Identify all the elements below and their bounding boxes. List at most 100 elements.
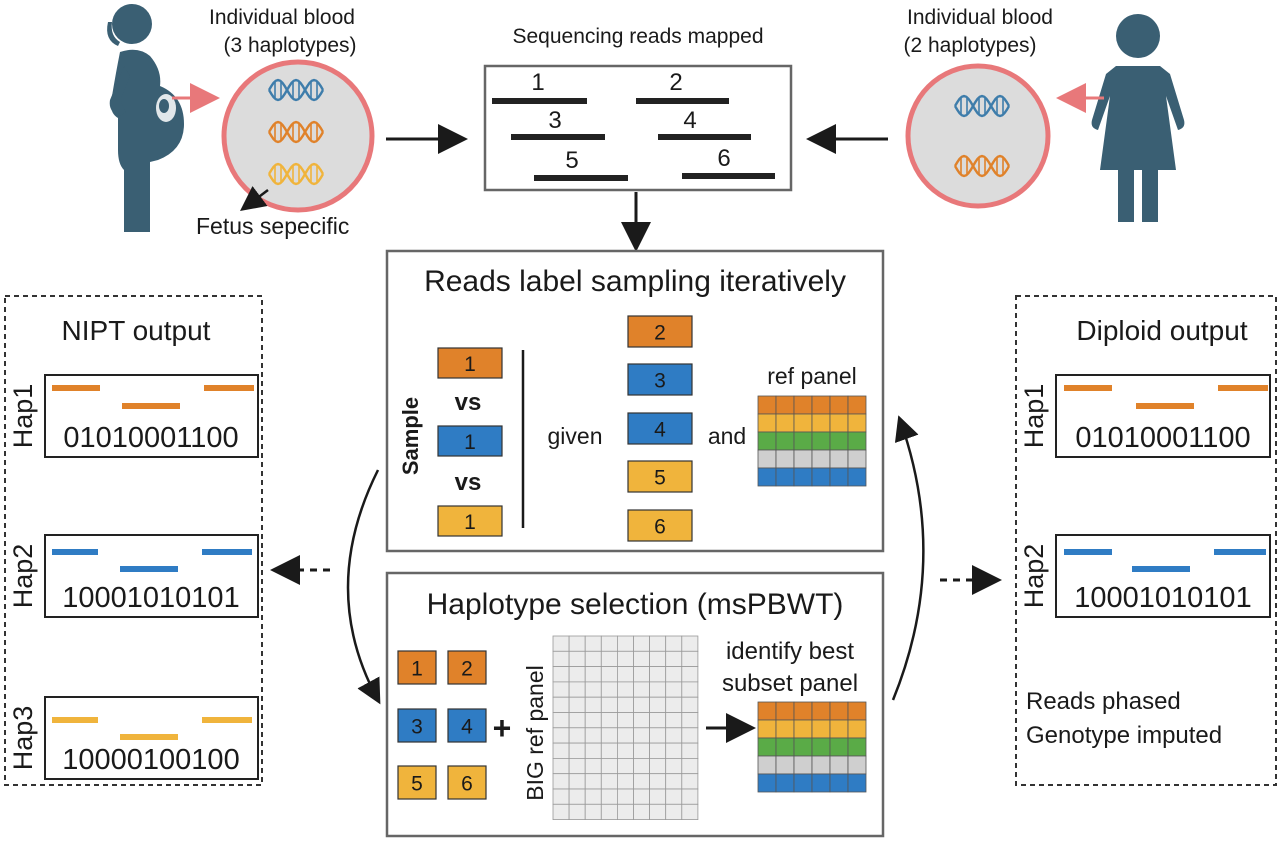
big-panel-cell — [600, 681, 618, 698]
diploid-output-panel — [1015, 295, 1277, 786]
big-panel-cell — [681, 803, 699, 820]
big-panel-cell — [681, 696, 699, 713]
panel-cell — [775, 719, 795, 739]
big-panel-cell — [552, 788, 570, 805]
big-panel-cell — [568, 681, 586, 698]
panel-cell — [847, 467, 867, 487]
big-panel-cell — [649, 635, 667, 652]
big-panel-cell — [552, 681, 570, 698]
big-panel-cell — [665, 696, 683, 713]
haplotype-code: 10000100100 — [62, 744, 239, 776]
read-box-fill — [437, 347, 503, 379]
big-panel-cell — [633, 727, 651, 744]
big-panel-cell — [568, 666, 586, 683]
big-panel-cell — [633, 803, 651, 820]
read-number: 3 — [548, 107, 561, 134]
big-panel-cell — [649, 773, 667, 790]
big-panel-cell — [552, 758, 570, 775]
read-number: 4 — [683, 107, 696, 134]
panel-cell — [775, 737, 795, 757]
panel-cell — [847, 773, 867, 793]
father-dna-strands — [953, 94, 1011, 178]
big-panel-cell — [617, 650, 634, 667]
big-panel-cell — [633, 742, 651, 759]
big-panel-cell — [600, 758, 618, 775]
read-number: 5 — [565, 147, 578, 174]
panel-cell — [775, 395, 795, 415]
big-panel-cell — [552, 742, 570, 759]
haplotype-code: 01010001100 — [63, 422, 238, 454]
given-label: given — [548, 423, 603, 449]
big-panel-cell — [552, 650, 570, 667]
panel-cell — [793, 431, 813, 451]
big-panel-cell — [617, 712, 634, 729]
big-panel-cell — [617, 758, 634, 775]
selection-read-box: 3 — [397, 708, 437, 743]
big-panel-cell — [552, 712, 570, 729]
big-panel-cell — [649, 758, 667, 775]
big-panel-cell — [584, 803, 602, 820]
panel-cell — [793, 449, 813, 469]
haplotype-label: Hap2 — [1019, 544, 1049, 609]
big-panel-cell — [665, 650, 683, 667]
big-panel-cell — [568, 803, 586, 820]
big-panel-cell — [649, 803, 667, 820]
big-panel-cell — [665, 803, 683, 820]
panel-cell — [847, 719, 867, 739]
big-panel-cell — [681, 635, 699, 652]
panel-cell — [775, 431, 795, 451]
big-panel-cell — [681, 681, 699, 698]
read-box-fill — [447, 765, 487, 800]
dna-blue-icon — [953, 94, 1011, 118]
panel-cell — [793, 395, 813, 415]
panel-cell — [829, 467, 849, 487]
big-panel-cell — [584, 727, 602, 744]
big-panel-cell — [600, 650, 618, 667]
panel-cell — [847, 755, 867, 775]
read-box-number: 3 — [654, 370, 666, 393]
panel-cell — [829, 773, 849, 793]
big-panel-cell — [665, 742, 683, 759]
big-panel-cell — [665, 758, 683, 775]
nipt-title: NIPT output — [62, 315, 211, 346]
mother-label-line1: Individual blood — [209, 6, 355, 29]
panel-cell — [793, 737, 813, 757]
panel-cell — [847, 737, 867, 757]
selection-read-box: 1 — [397, 650, 437, 685]
selection-read-box: 5 — [397, 765, 437, 800]
big-panel-cell — [665, 712, 683, 729]
panel-cell — [829, 395, 849, 415]
read-box-number: 4 — [654, 419, 666, 442]
haplotype-label: Hap2 — [8, 544, 38, 609]
big-panel-cell — [600, 773, 618, 790]
panel-cell — [829, 413, 849, 433]
big-panel-cell — [617, 681, 634, 698]
big-panel-cell — [600, 635, 618, 652]
woman-icon — [1091, 14, 1185, 222]
big-panel-cell — [584, 742, 602, 759]
big-panel-cell — [568, 788, 586, 805]
big-panel-cell — [568, 712, 586, 729]
ref-panel-grid — [757, 395, 867, 487]
big-panel-cell — [649, 666, 667, 683]
panel-cell — [847, 701, 867, 721]
reads-mapped-title: Sequencing reads mapped — [512, 25, 763, 48]
panel-cell — [793, 413, 813, 433]
read-box-number: 2 — [461, 658, 473, 681]
read-box-number: 3 — [411, 716, 423, 739]
big-panel-cell — [649, 696, 667, 713]
panel-cell — [775, 413, 795, 433]
haplotype-code: 10001010101 — [1074, 582, 1251, 614]
selection-read-box: 2 — [447, 650, 487, 685]
selection-title: Haplotype selection (msPBWT) — [427, 588, 844, 621]
read-box-fill — [627, 315, 693, 348]
big-panel-cell — [633, 712, 651, 729]
big-panel-cell — [568, 742, 586, 759]
panel-cell — [829, 431, 849, 451]
panel-cell — [811, 395, 831, 415]
father-label-line1: Individual blood — [907, 6, 1053, 29]
read-box-number: 1 — [464, 353, 476, 376]
sample-read-box: 1 — [437, 425, 503, 457]
plus-sign: + — [493, 710, 512, 746]
